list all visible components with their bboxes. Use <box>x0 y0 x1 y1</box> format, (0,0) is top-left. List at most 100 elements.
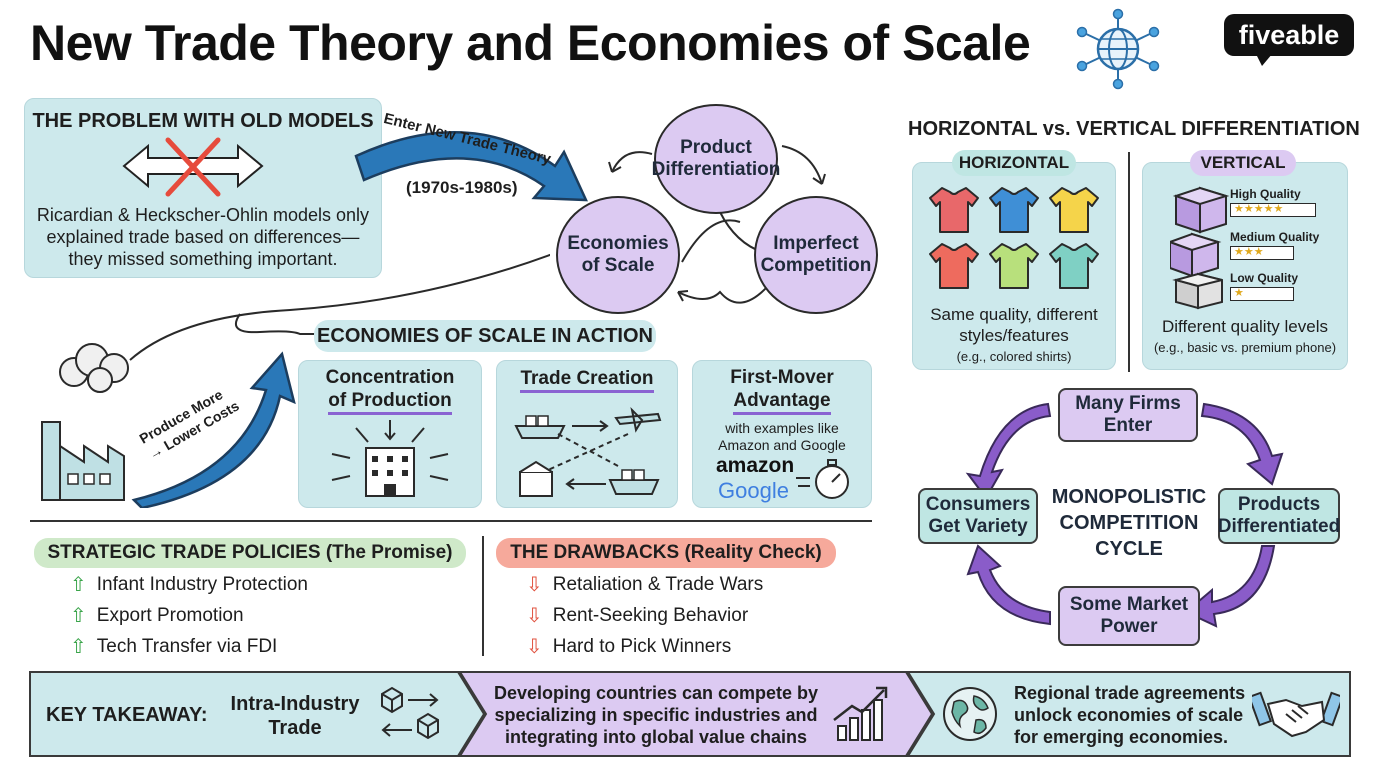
drawbacks-heading: THE DRAWBACKS (Reality Check) <box>496 538 836 568</box>
quality-level-medium-label: Medium Quality <box>1230 230 1320 244</box>
takeaway-label: KEY TAKEAWAY: <box>46 704 208 726</box>
quality-level-high-stars: ★★★★★ <box>1230 203 1316 217</box>
cycle-right-line2: Differentiated <box>1217 516 1341 537</box>
product-differentiation-line2: Differentiation <box>651 159 781 180</box>
down-arrow-icon: ⇩ <box>526 636 543 658</box>
google-brand: Google <box>718 478 789 503</box>
imperfect-competition-line1: Imperfect <box>773 233 859 254</box>
shirt-icon <box>929 187 979 233</box>
developing-line3: integrating into global value chains <box>504 727 808 747</box>
strategic-item-3: Tech Transfer via FDI <box>96 635 278 657</box>
product-differentiation-line1: Product <box>680 137 752 158</box>
drawback-item-2: Rent-Seeking Behavior <box>552 604 749 626</box>
old-models-heading: THE PROBLEM WITH OLD MODELS <box>32 110 374 132</box>
differentiation-divider <box>1128 152 1130 372</box>
strategic-item-2: Export Promotion <box>96 604 244 626</box>
strategic-item-1: Infant Industry Protection <box>96 573 308 595</box>
trade-creation-title: Trade Creation <box>520 368 654 393</box>
stopwatch-icon <box>796 459 849 499</box>
earth-globe-icon <box>943 687 997 741</box>
drawback-item-1: Retaliation & Trade Wars <box>552 573 764 595</box>
handshake-icon <box>1252 691 1340 738</box>
old-models-text-1: Ricardian & Heckscher-Ohlin models only <box>36 205 370 225</box>
developing-line2: specializing in specific industries and <box>494 705 818 725</box>
quality-level-low-label: Low Quality <box>1230 271 1299 285</box>
regional-line3: for emerging economies. <box>1014 727 1229 747</box>
developing-line1: Developing countries can compete by <box>493 683 819 703</box>
first-mover-title-1: First-Mover <box>730 367 834 388</box>
horizontal-label: HORIZONTAL <box>952 150 1076 176</box>
horizontal-desc-1: Same quality, different <box>930 305 1098 324</box>
old-models-text-3: they missed something important. <box>68 249 338 269</box>
cycle-center-2: COMPETITION <box>1059 512 1199 534</box>
cycle-center-1: MONOPOLISTIC <box>1051 486 1207 508</box>
globe-network-icon <box>1076 8 1160 90</box>
eos-action-heading: ECONOMIES OF SCALE IN ACTION <box>314 320 656 352</box>
down-arrow-icon: ⇩ <box>526 605 543 627</box>
cycle-right-line1: Products <box>1237 494 1321 515</box>
cycle-bottom-line1: Some Market <box>1069 594 1189 615</box>
cycle-bottom-line2: Power <box>1100 616 1158 637</box>
logo-tail <box>1256 54 1272 66</box>
policy-divider <box>482 536 484 656</box>
section-divider <box>30 520 872 522</box>
imperfect-competition-line2: Competition <box>760 255 872 276</box>
old-models-panel <box>24 98 382 278</box>
concentration-title-1: Concentration <box>325 367 455 388</box>
first-mover-title-2: Advantage <box>733 390 831 415</box>
cycle-center-3: CYCLE <box>1095 538 1163 560</box>
horizontal-desc-2: styles/features <box>959 326 1069 345</box>
cycle-left-line1: Consumers <box>925 494 1031 515</box>
intra-industry-line2: Trade <box>268 717 322 739</box>
up-arrow-icon: ⇧ <box>70 605 87 627</box>
regional-line1: Regional trade agreements <box>1014 683 1246 703</box>
horizontal-example: (e.g., colored shirts) <box>956 349 1072 364</box>
quality-level-low-stars: ★ <box>1230 287 1294 301</box>
factory-growth-illustration <box>41 253 550 508</box>
quality-level-medium-stars: ★★★ <box>1230 246 1294 260</box>
first-mover-desc-2: Amazon and Google <box>718 437 846 453</box>
crossed-arrows-icon <box>122 137 264 197</box>
cycle-top-line1: Many Firms <box>1075 393 1181 414</box>
down-arrow-icon: ⇩ <box>526 574 543 596</box>
up-arrow-icon: ⇧ <box>70 574 87 596</box>
differentiation-heading: HORIZONTAL vs. VERTICAL DIFFERENTIATION <box>908 118 1360 140</box>
vertical-desc: Different quality levels <box>1162 317 1328 336</box>
amazon-brand: amazon <box>716 454 795 477</box>
shirt-icon <box>929 243 979 289</box>
shirt-icon <box>989 187 1039 233</box>
drawback-item-3: Hard to Pick Winners <box>552 635 732 657</box>
page-title: New Trade Theory and Economies of Scale <box>30 15 1031 71</box>
economies-of-scale-line2: of Scale <box>581 255 655 276</box>
vertical-example: (e.g., basic vs. premium phone) <box>1153 340 1337 355</box>
growth-chart-icon <box>833 686 888 741</box>
intra-industry-line1: Intra-Industry <box>230 693 360 715</box>
enter-theory-arrow <box>354 131 588 202</box>
strategic-heading: STRATEGIC TRADE POLICIES (The Promise) <box>34 538 466 568</box>
fiveable-logo: fiveable <box>1224 14 1354 56</box>
takeaway-banner <box>29 671 1351 757</box>
concentration-title-2: of Production <box>328 390 452 415</box>
shirt-icon <box>1049 187 1099 233</box>
colored-shirts-illustration <box>929 187 1099 289</box>
building-concentration-icon <box>331 420 449 497</box>
economies-of-scale-line1: Economies <box>567 233 669 254</box>
shirt-icon <box>989 243 1039 289</box>
up-arrow-icon: ⇧ <box>70 636 87 658</box>
ship-plane-trade-icon <box>514 406 662 497</box>
enter-theory-period: (1970s-1980s) <box>406 178 518 197</box>
old-models-text-2: explained trade based on differences— <box>46 227 360 247</box>
quality-level-high-label: High Quality <box>1230 187 1301 201</box>
regional-line2: unlock economies of scale <box>1014 705 1244 725</box>
cycle-left-line2: Get Variety <box>928 516 1028 537</box>
quality-boxes-icon <box>1170 186 1230 310</box>
vertical-label: VERTICAL <box>1190 150 1296 176</box>
shirt-icon <box>1049 243 1099 289</box>
